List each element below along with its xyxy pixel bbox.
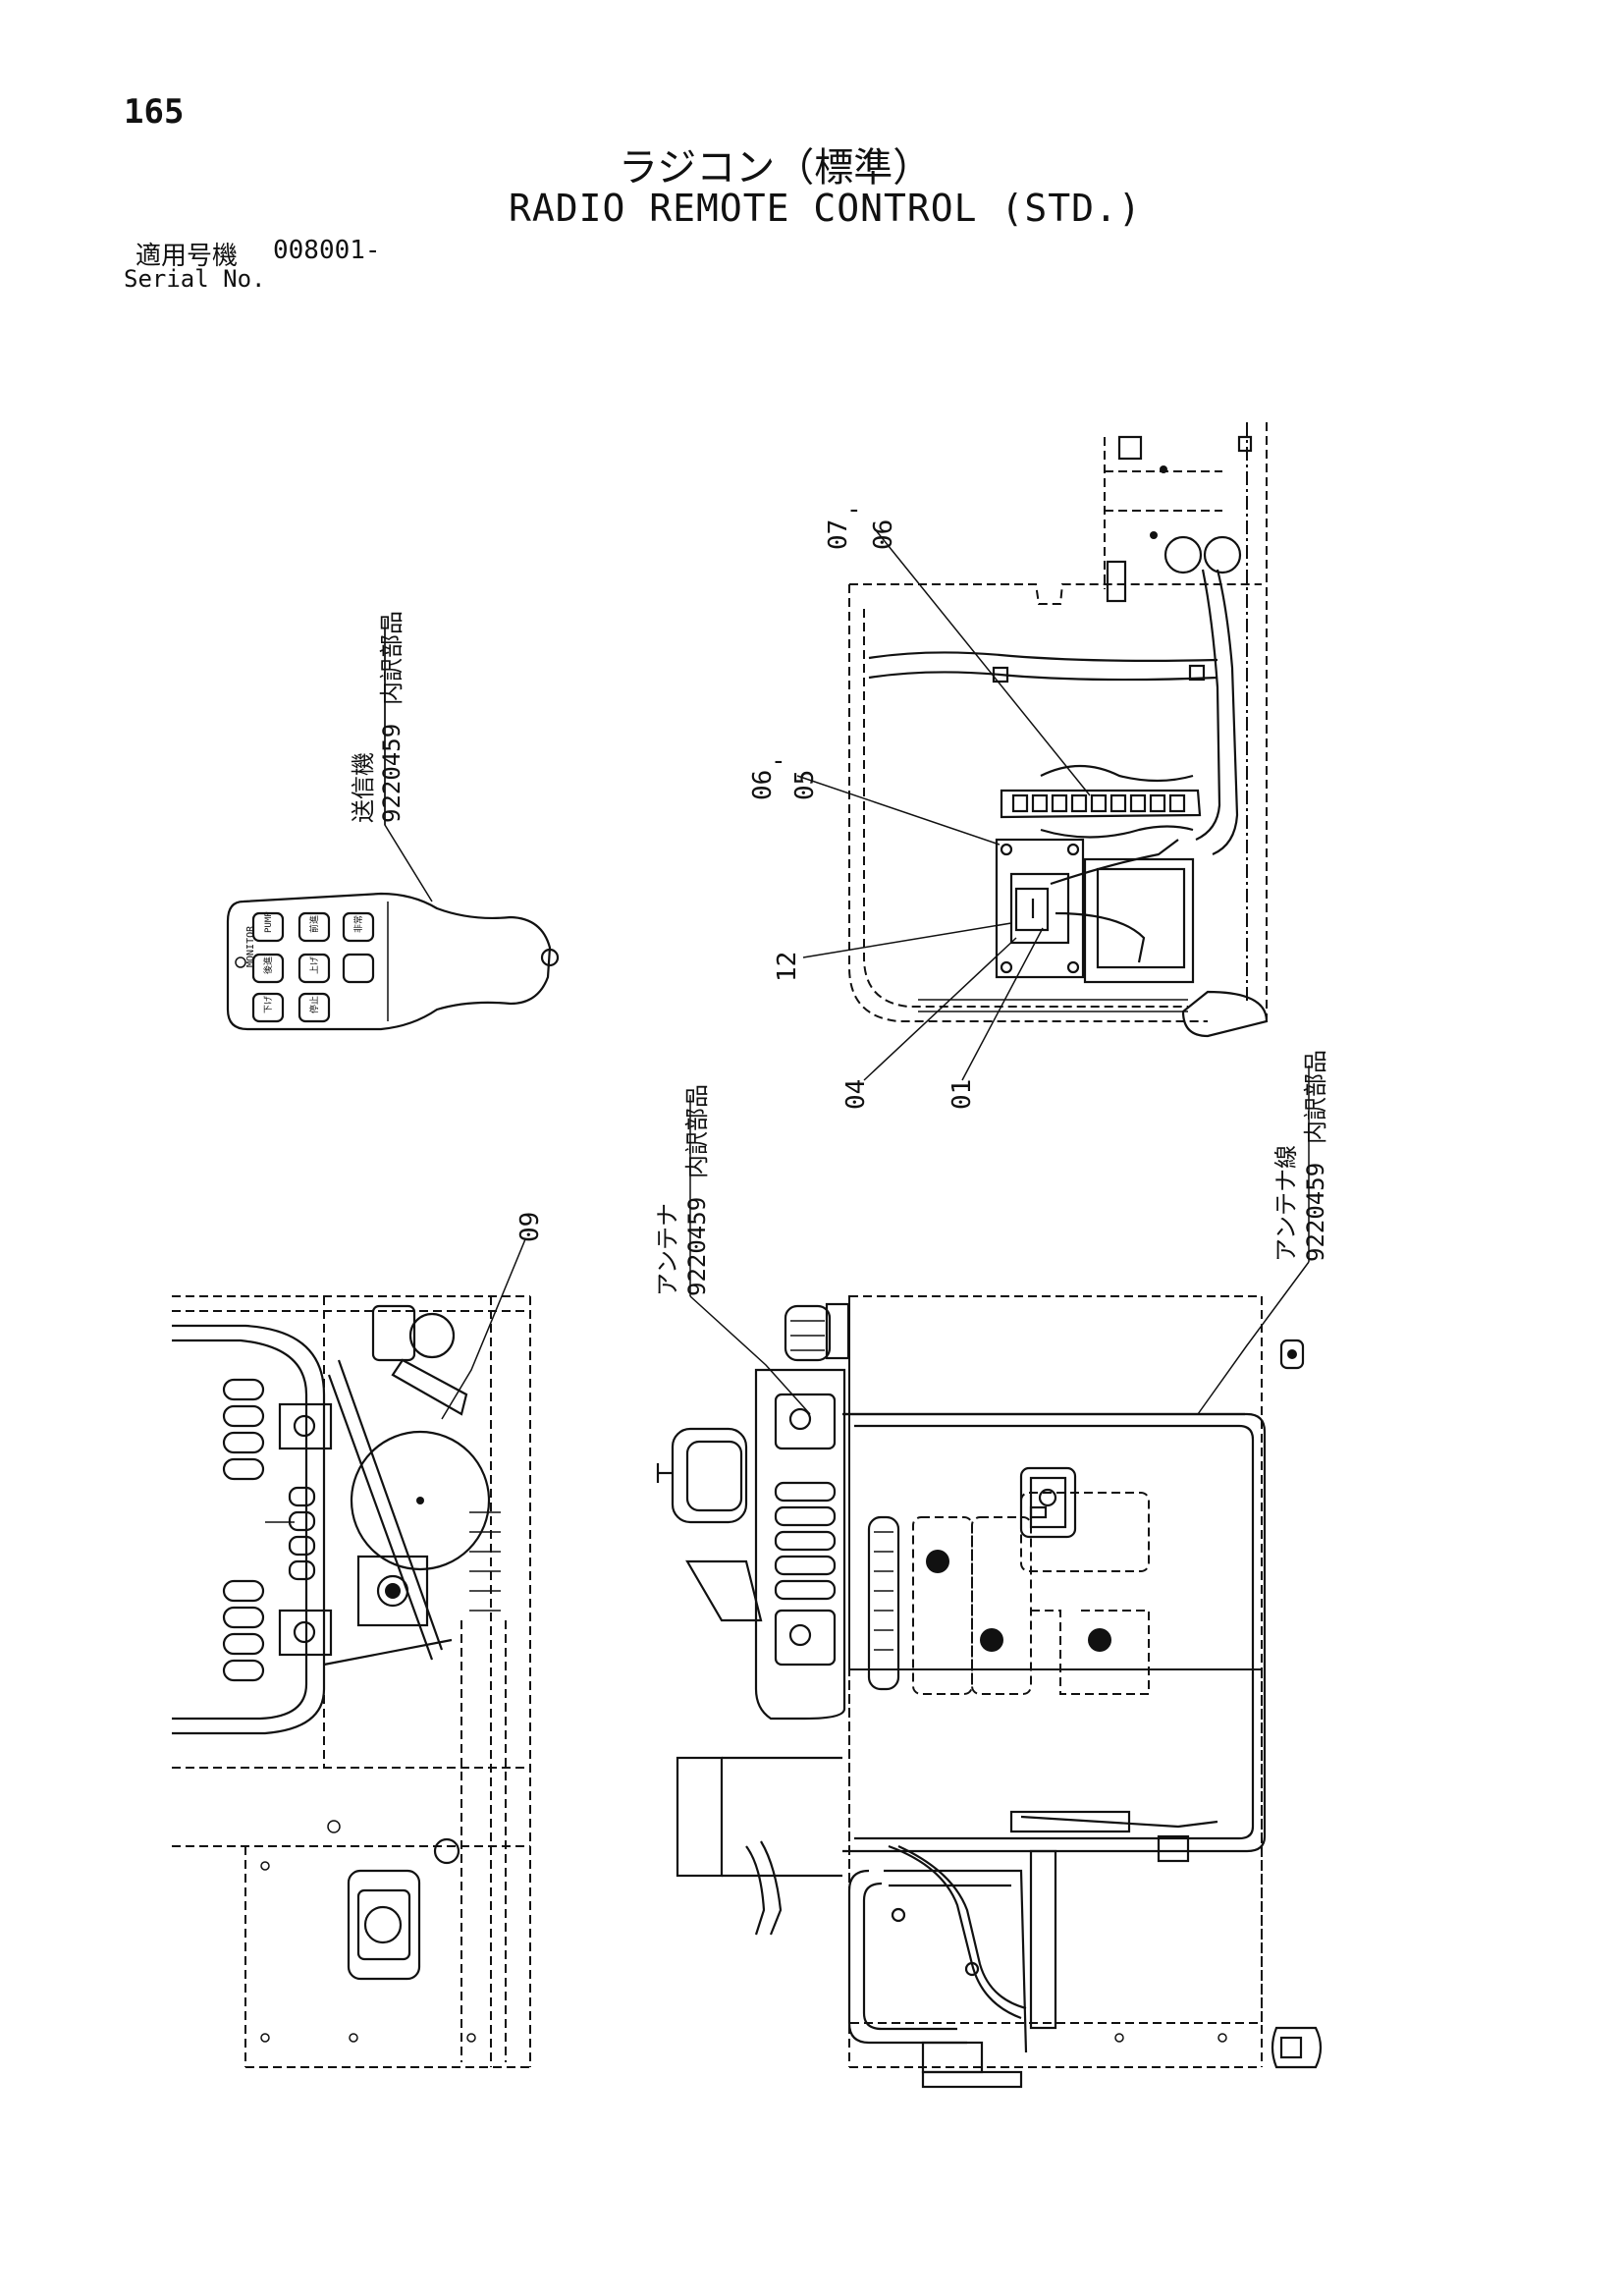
remote-button <box>251 953 285 984</box>
remote-btn-pump: PUMP <box>264 911 274 933</box>
title-english: RADIO REMOTE CONTROL (STD.) <box>509 187 1142 230</box>
part-label-04: 04 <box>841 1079 871 1110</box>
serial-label-english: Serial No. <box>124 265 266 293</box>
transmitter-label: 送信機 <box>350 752 377 823</box>
part-label-07: 07 <box>824 519 853 550</box>
remote-button <box>298 953 331 984</box>
serial-label-japanese: 適用号機 <box>135 242 239 271</box>
part-label-separator: - <box>846 495 862 524</box>
title-japanese: ラジコン（標準） <box>619 145 933 191</box>
part-label-09: 09 <box>515 1212 545 1242</box>
antenna-part-number: 9220459 <box>683 1197 711 1296</box>
part-label-06: 06 <box>748 770 778 800</box>
part-label-06-top: 06 <box>869 519 898 550</box>
remote-btn-label: 前進 <box>308 915 320 933</box>
antenna-note: 内訳部品 <box>683 1084 711 1178</box>
machine-front-view <box>656 1295 1267 2089</box>
serial-number-value: 008001- <box>273 236 381 265</box>
antenna-cable-part-number: 9220459 <box>1302 1163 1329 1262</box>
remote-btn-label: 後進 <box>262 957 274 974</box>
part-label-separator: - <box>771 746 786 776</box>
antenna-cable-label: アンテナ線 <box>1272 1145 1300 1262</box>
part-label-01: 01 <box>947 1079 977 1110</box>
remote-button <box>298 911 331 943</box>
antenna-label: アンテナ <box>654 1203 681 1296</box>
remote-button <box>342 911 375 943</box>
part-label-12: 12 <box>773 952 802 982</box>
machine-side-view <box>172 1295 531 2068</box>
antenna-cable-note: 内訳部品 <box>1302 1050 1329 1144</box>
remote-button <box>342 953 375 984</box>
remote-btn-label: 下げ <box>263 996 274 1013</box>
page-number: 165 <box>124 92 185 132</box>
receiver-mounting-view <box>848 422 1269 1038</box>
remote-btn-monitor: MONITOR <box>245 925 256 967</box>
remote-btn-label: 停止 <box>308 996 320 1013</box>
remote-button <box>251 992 285 1023</box>
remote-button <box>298 992 331 1023</box>
transmitter-note: 内訳部品 <box>378 611 406 705</box>
corner-fittings <box>1271 1339 1323 2069</box>
remote-btn-label: 上げ <box>309 957 320 974</box>
transmitter-illustration: MONITOR PUMP 前進 後進 上げ 下げ 停止 非常 <box>226 892 560 1031</box>
remote-button <box>251 911 285 943</box>
part-label-05: 05 <box>790 770 820 800</box>
transmitter-part-number: 9220459 <box>378 724 406 823</box>
remote-btn-label: 非常 <box>352 915 364 933</box>
